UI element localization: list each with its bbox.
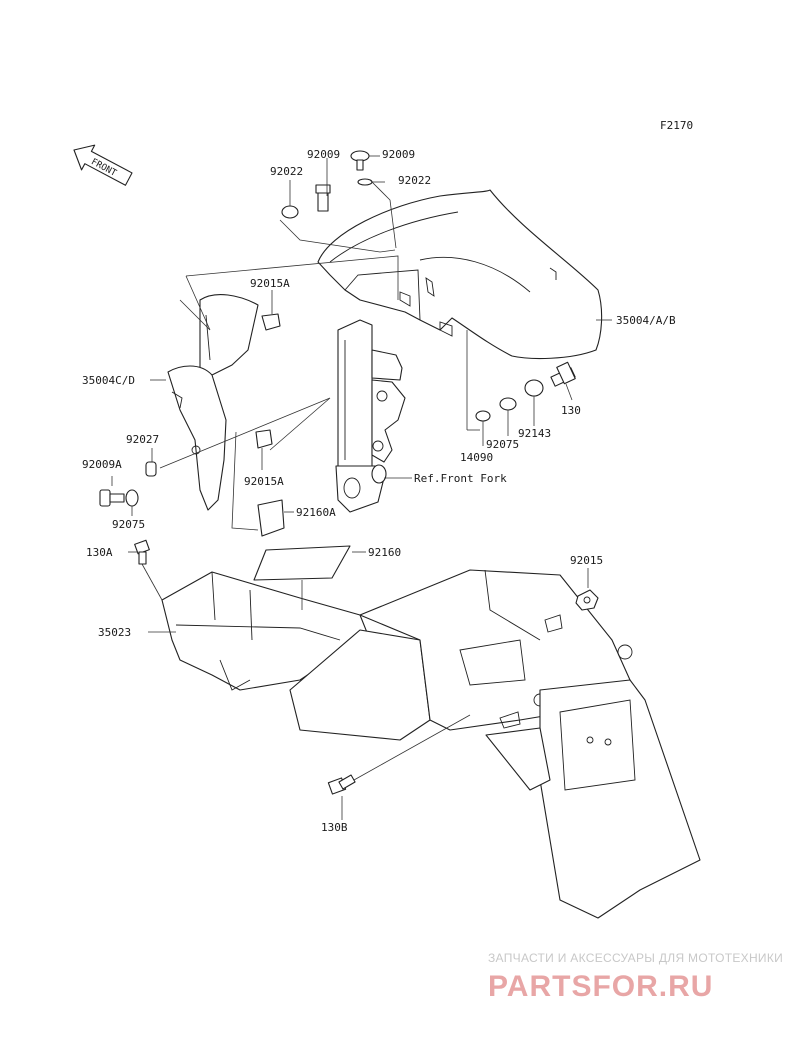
callout-92009-top: 92009 <box>307 148 340 161</box>
bolt-92009a <box>99 489 125 507</box>
bolt-92009-right <box>350 150 370 171</box>
bolt-130a <box>134 539 150 565</box>
front-fender <box>317 189 603 360</box>
collar-92027 <box>145 461 157 477</box>
callout-130b: 130B <box>321 821 348 834</box>
callout-ref-front-fork: Ref.Front Fork <box>414 472 507 485</box>
bolt-130b <box>327 774 356 795</box>
watermark-logo: PARTSFOR.RU <box>488 970 713 1003</box>
watermark-tagline: ЗАПЧАСТИ И АКСЕССУАРЫ ДЛЯ МОТОТЕХНИКИ <box>488 951 783 965</box>
washer-92075-left <box>125 489 139 507</box>
callout-92009a: 92009A <box>82 458 122 471</box>
callout-130: 130 <box>561 404 581 417</box>
callout-92009-right: 92009 <box>382 148 415 161</box>
clip-92015a-mid <box>255 429 273 449</box>
callout-92143: 92143 <box>518 427 551 440</box>
rear-inner-fender <box>161 569 701 919</box>
callout-92160: 92160 <box>368 546 401 559</box>
washer-92022-right <box>357 178 373 186</box>
bolt-92009-top <box>315 184 331 212</box>
front-fender-rear <box>167 294 259 511</box>
callout-130a: 130A <box>86 546 113 559</box>
callout-92015a-mid: 92015A <box>244 475 284 488</box>
clip-92015a-top <box>261 313 281 331</box>
pad-92160a <box>257 499 285 537</box>
callout-92075-right: 92075 <box>486 438 519 451</box>
washer-92075-right <box>499 397 517 411</box>
callout-92022-left: 92022 <box>270 165 303 178</box>
callout-14090: 14090 <box>460 451 493 464</box>
callout-92022-right: 92022 <box>398 174 431 187</box>
figure-code: F2170 <box>660 119 693 132</box>
callout-92027: 92027 <box>126 433 159 446</box>
callout-92160a: 92160A <box>296 506 336 519</box>
washer-14090 <box>475 410 491 422</box>
callout-35004ab: 35004/A/B <box>616 314 676 327</box>
nut-92015 <box>575 589 599 611</box>
washer-92022-left <box>281 205 299 219</box>
front-fork <box>335 319 406 513</box>
bolt-130 <box>550 361 576 387</box>
callout-35004cd: 35004C/D <box>82 374 135 387</box>
leader-lines <box>111 155 612 820</box>
pad-92160 <box>253 545 351 581</box>
callout-35023: 35023 <box>98 626 131 639</box>
collar-92143 <box>524 379 544 397</box>
callout-92015: 92015 <box>570 554 603 567</box>
callout-92075-left: 92075 <box>112 518 145 531</box>
front-arrow: FRONT <box>73 144 133 186</box>
callout-92015a-top: 92015A <box>250 277 290 290</box>
